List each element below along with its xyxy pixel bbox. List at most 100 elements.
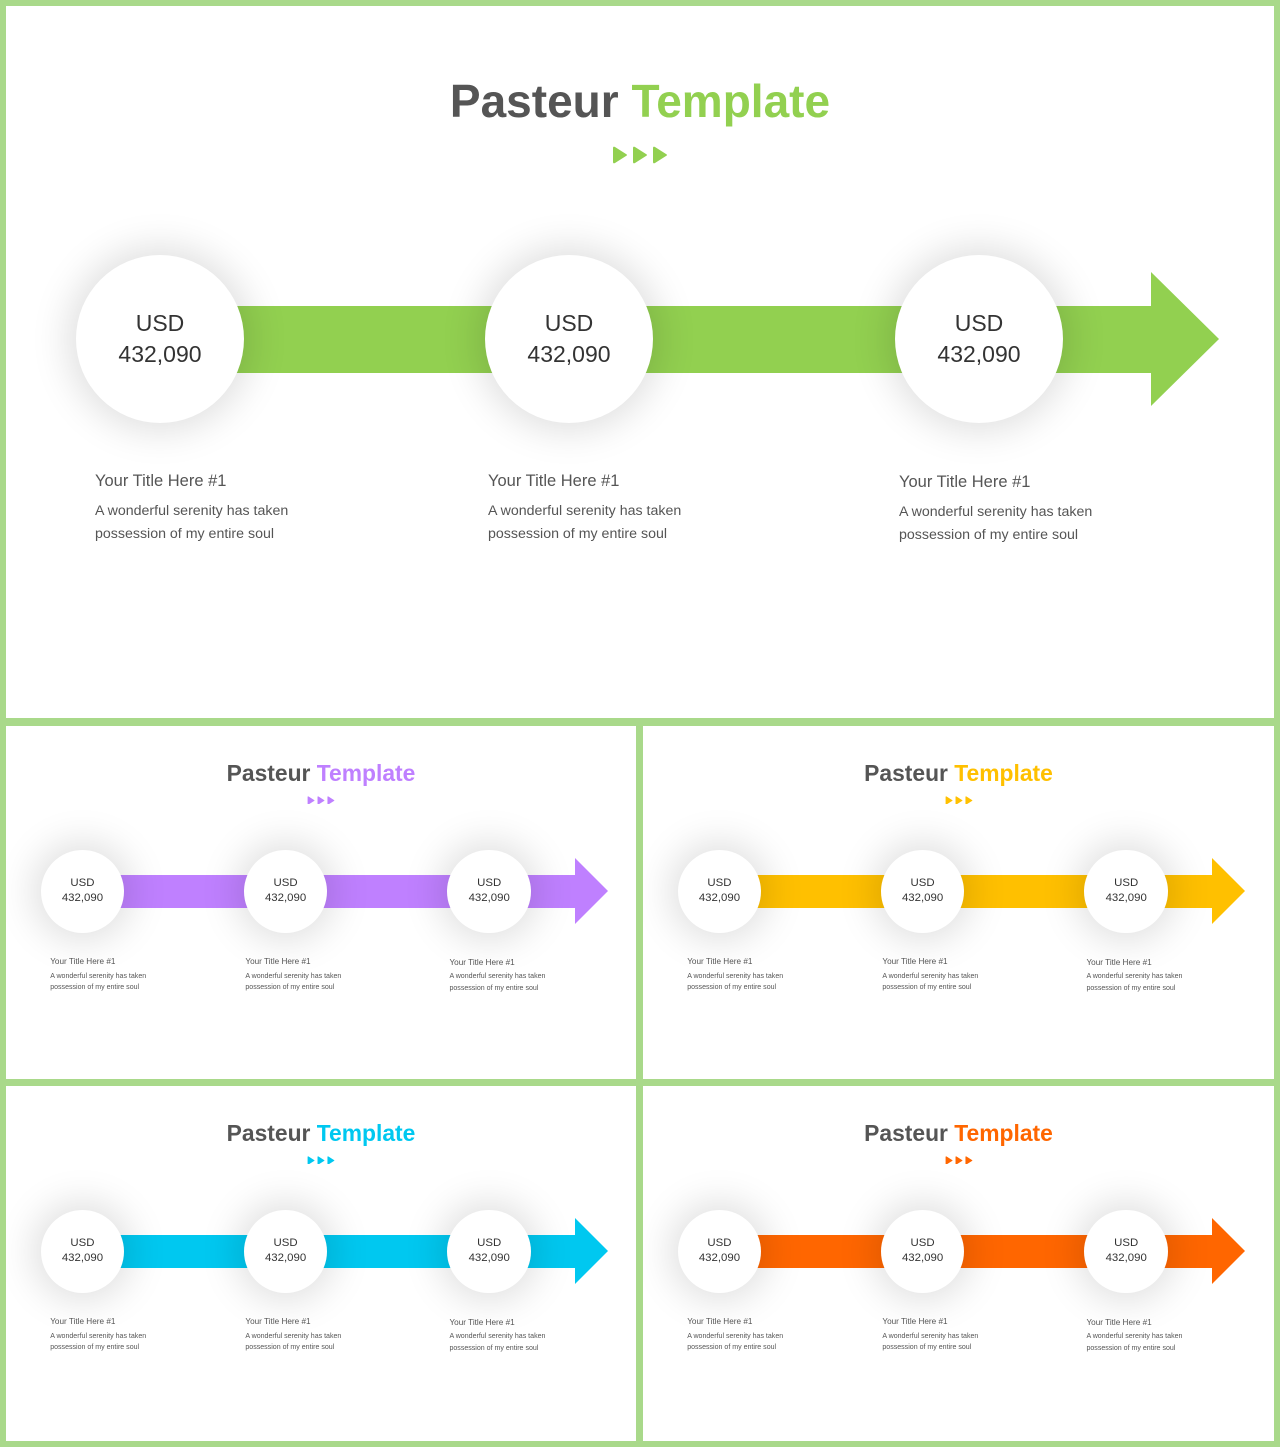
title-word-1: Pasteur	[864, 1119, 948, 1146]
stage-title: Your Title Here #1	[1086, 957, 1152, 967]
stage-text-block: Your Title Here #1 A wonderful serenity h…	[687, 1317, 786, 1353]
value-circle: USD 432,090	[447, 849, 531, 934]
title-word-2: Template	[316, 759, 416, 786]
amount-value: 432,090	[118, 341, 202, 367]
currency-label: USD	[70, 876, 95, 889]
stage-title: Your Title Here #1	[488, 472, 620, 490]
triple-arrow-icon	[944, 1155, 973, 1165]
currency-label: USD	[954, 309, 1004, 336]
amount-value: 432,090	[901, 1252, 944, 1265]
value-circle: USD 432,090	[40, 1209, 125, 1294]
stage-description: A wonderful serenity has taken possessio…	[687, 972, 784, 992]
stage-title: Your Title Here #1	[245, 1317, 311, 1327]
stage-text-block: Your Title Here #1 A wonderful serenity h…	[687, 957, 786, 993]
currency-label: USD	[910, 876, 935, 889]
currency-label: USD	[135, 309, 185, 336]
value-circle: USD 432,090	[1084, 849, 1168, 934]
stage-text-block: Your Title Here #1 A wonderful serenity h…	[882, 957, 981, 993]
value-circle: USD 432,090	[1084, 1209, 1168, 1294]
title-word-1: Pasteur	[864, 759, 948, 786]
value-circle: USD 432,090	[677, 1209, 762, 1294]
stage-text-block: Your Title Here #1 A wonderful serenity h…	[1086, 958, 1185, 994]
triple-arrow-icon	[307, 1155, 336, 1165]
title-word-1: Pasteur	[226, 1119, 311, 1146]
amount-value: 432,090	[937, 341, 1021, 367]
amount-value: 432,090	[1105, 892, 1147, 905]
amount-value: 432,090	[468, 1252, 510, 1265]
triple-arrow-icon	[611, 146, 669, 164]
arrowhead-icon	[574, 1218, 608, 1285]
arrowhead-icon	[1211, 858, 1245, 925]
arrowhead-icon	[1211, 1218, 1245, 1285]
arrowhead-icon	[1151, 272, 1219, 406]
currency-label: USD	[477, 1236, 502, 1249]
stage-title: Your Title Here #1	[882, 957, 948, 967]
stage-text-block: Your Title Here #1 A wonderful serenity h…	[449, 1318, 548, 1354]
stage-description: A wonderful serenity has taken possessio…	[687, 1332, 784, 1352]
stage-description: A wonderful serenity has taken possessio…	[50, 1332, 147, 1352]
currency-label: USD	[70, 1236, 95, 1249]
currency-label: USD	[1114, 876, 1139, 889]
stage-title: Your Title Here #1	[95, 472, 227, 490]
currency-label: USD	[910, 1236, 935, 1249]
stage-title: Your Title Here #1	[687, 1317, 753, 1327]
value-circle: USD 432,090	[243, 1209, 328, 1294]
value-circle: USD 432,090	[447, 1209, 531, 1294]
title-word-2: Template	[316, 1119, 416, 1146]
title-word-2: Template	[631, 75, 831, 127]
stage-title: Your Title Here #1	[245, 957, 311, 967]
stage-description: A wonderful serenity has taken possessio…	[1086, 973, 1183, 992]
amount-value: 432,090	[698, 1252, 741, 1265]
title-word-2: Template	[954, 759, 1053, 786]
stage-title: Your Title Here #1	[899, 473, 1031, 491]
stage-description: A wonderful serenity has taken possessio…	[882, 972, 979, 992]
currency-label: USD	[707, 1236, 732, 1249]
stage-description: A wonderful serenity has taken possessio…	[449, 1333, 546, 1352]
value-circle: USD 432,090	[895, 255, 1063, 423]
stage-title: Your Title Here #1	[50, 957, 116, 967]
stage-text-block: Your Title Here #1 A wonderful serenity h…	[899, 473, 1099, 547]
stage-text-block: Your Title Here #1 A wonderful serenity h…	[245, 1317, 344, 1353]
stage-title: Your Title Here #1	[449, 1317, 515, 1327]
stage-text-block: Your Title Here #1 A wonderful serenity h…	[449, 958, 548, 994]
amount-value: 432,090	[698, 892, 741, 905]
triple-arrow-icon	[944, 795, 973, 805]
stage-description: A wonderful serenity has taken possessio…	[449, 973, 546, 992]
currency-label: USD	[477, 876, 502, 889]
stage-description: A wonderful serenity has taken possessio…	[245, 1332, 342, 1352]
currency-label: USD	[273, 876, 298, 889]
stage-title: Your Title Here #1	[449, 957, 515, 967]
title-word-2: Template	[954, 1119, 1053, 1146]
currency-label: USD	[273, 1236, 298, 1249]
amount-value: 432,090	[61, 1252, 104, 1265]
stage-title: Your Title Here #1	[687, 957, 753, 967]
amount-value: 432,090	[264, 1252, 307, 1265]
amount-value: 432,090	[468, 892, 510, 905]
value-circle: USD 432,090	[880, 1209, 965, 1294]
amount-value: 432,090	[1105, 1252, 1147, 1265]
amount-value: 432,090	[527, 341, 611, 367]
stage-description: A wonderful serenity has taken possessio…	[95, 503, 289, 542]
currency-label: USD	[1114, 1236, 1139, 1249]
stage-description: A wonderful serenity has taken possessio…	[899, 504, 1093, 543]
